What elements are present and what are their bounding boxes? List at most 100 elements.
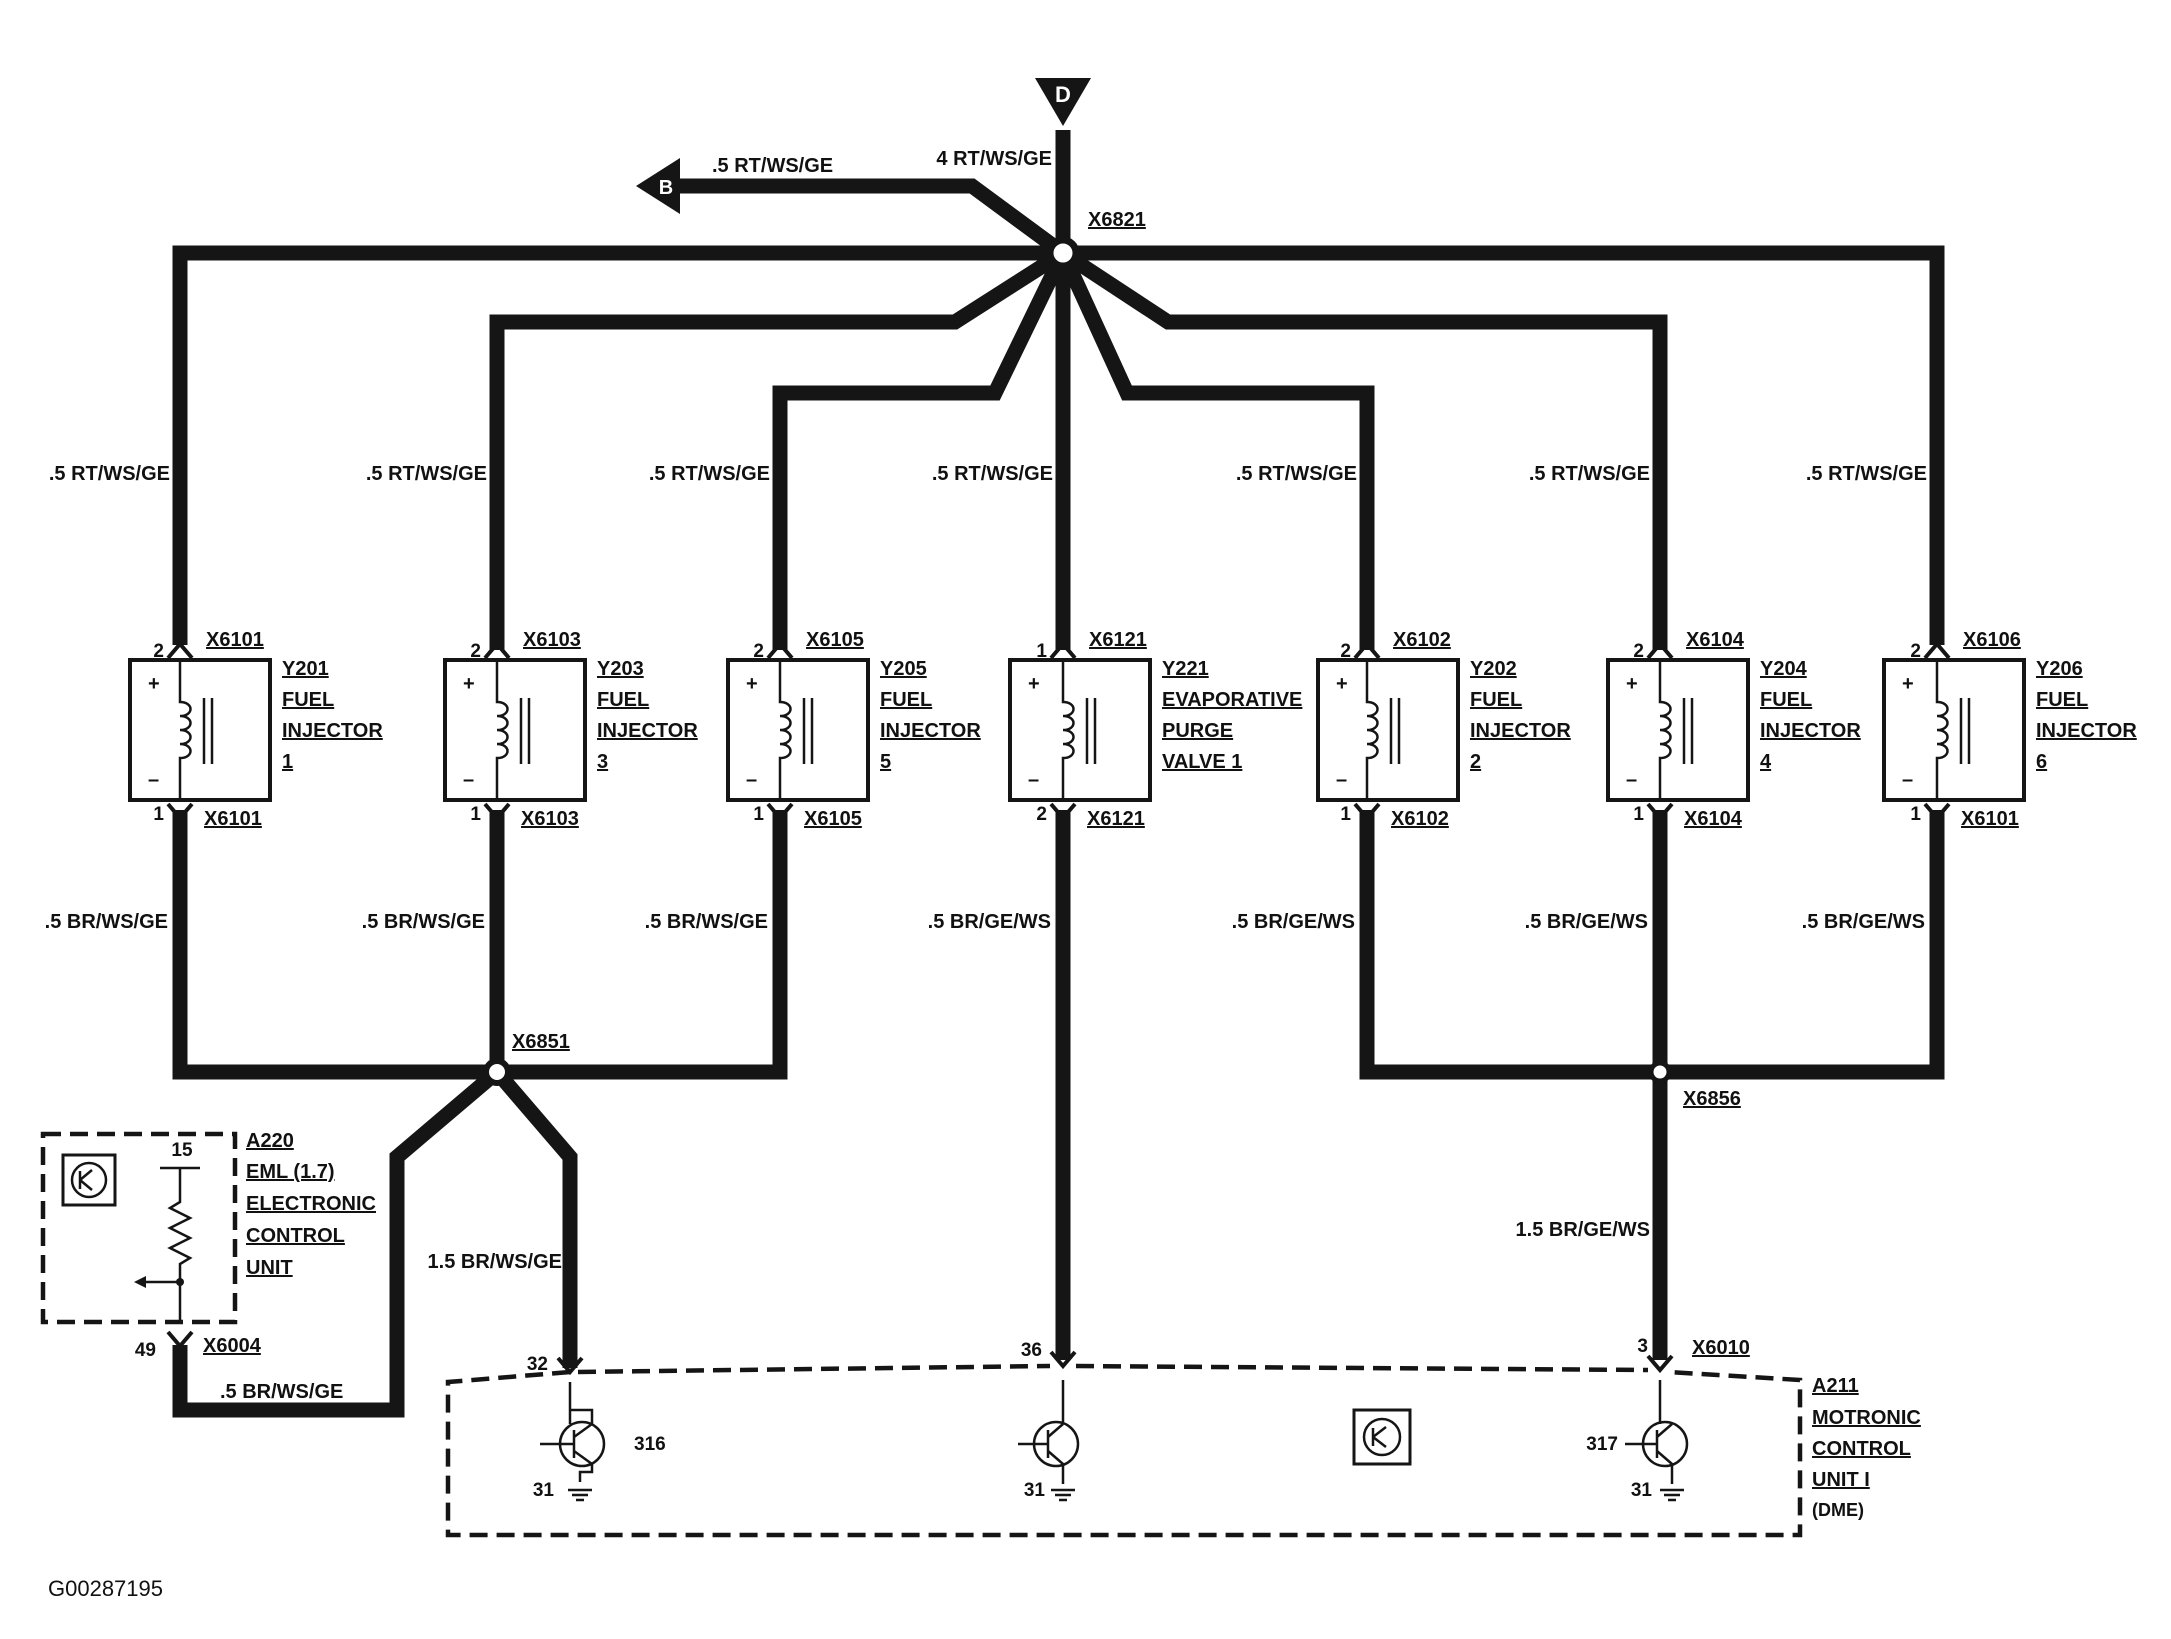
minus-icon: – xyxy=(1902,769,1913,791)
connector-bottom-icon xyxy=(1353,802,1381,822)
plus-icon: + xyxy=(1902,673,1914,695)
component-label-l1: EVAPORATIVE xyxy=(1162,689,1302,711)
wire-injector-3-feed xyxy=(489,246,1068,650)
svg-text:36: 36 xyxy=(1021,1340,1042,1361)
component-y203: .5 RT/WS/GE.5 BR/WS/GE+–21X6103X6103Y203… xyxy=(362,463,699,933)
plus-icon: + xyxy=(746,673,758,695)
component-label-id: Y206 xyxy=(2036,658,2083,680)
svg-text:15: 15 xyxy=(171,1140,193,1161)
minus-icon: – xyxy=(148,769,159,791)
core-icon xyxy=(1085,698,1097,764)
connector-top-icon xyxy=(1646,640,1674,660)
svg-text:UNIT I: UNIT I xyxy=(1812,1469,1870,1491)
svg-text:D: D xyxy=(1055,82,1071,107)
component-label-l2: INJECTOR xyxy=(1470,720,1571,742)
core-icon xyxy=(202,698,214,764)
pin-bottom: 1 xyxy=(1633,804,1644,825)
coil-icon xyxy=(178,660,192,800)
wire-left-trunk xyxy=(491,1067,578,1368)
wire-label-bottom: .5 BR/WS/GE xyxy=(645,911,768,933)
plus-icon: + xyxy=(463,673,475,695)
core-icon xyxy=(519,698,531,764)
minus-icon: – xyxy=(1336,769,1347,791)
transistor-317: 317 31 xyxy=(1586,1380,1689,1502)
component-label-id: Y201 xyxy=(282,658,329,680)
minus-icon: – xyxy=(1028,769,1039,791)
component-label-l3: 1 xyxy=(282,751,293,773)
coil-icon xyxy=(1365,660,1379,800)
core-icon xyxy=(1389,698,1401,764)
connector-top-label: X6103 xyxy=(523,629,581,651)
component-label-id: Y221 xyxy=(1162,658,1209,680)
connector-bottom-icon xyxy=(166,802,194,822)
component-label-l1: FUEL xyxy=(1470,689,1522,711)
component-label-l2: INJECTOR xyxy=(880,720,981,742)
component-label-id: Y205 xyxy=(880,658,927,680)
svg-text:31: 31 xyxy=(1024,1480,1046,1501)
wires xyxy=(172,130,1945,1418)
connector-bottom-label: X6101 xyxy=(1961,808,2019,830)
reference-b: B xyxy=(636,158,680,214)
component-y206: .5 RT/WS/GE.5 BR/GE/WS+–21X6106X6101Y206… xyxy=(1802,463,2138,933)
component-label-l2: PURGE xyxy=(1162,720,1233,742)
component-label-l1: FUEL xyxy=(597,689,649,711)
component-box xyxy=(128,658,272,802)
component-label-l2: INJECTOR xyxy=(1760,720,1861,742)
pin-bottom: 1 xyxy=(470,804,481,825)
ecu-eml-resistor xyxy=(143,1166,200,1322)
ecu-dme: 32 36 3 X6010 316 31 31 xyxy=(445,1336,1921,1538)
component-label-l1: FUEL xyxy=(1760,689,1812,711)
connector-bottom-icon xyxy=(766,802,794,822)
connector-bottom-label: X6101 xyxy=(204,808,262,830)
component-label-l3: VALVE 1 xyxy=(1162,751,1242,773)
connector-top-icon xyxy=(483,640,511,660)
component-label-l2: INJECTOR xyxy=(2036,720,2137,742)
junction-right-label: X6856 xyxy=(1683,1088,1741,1110)
coil-icon xyxy=(1658,660,1672,800)
svg-text:B: B xyxy=(659,177,673,199)
svg-text:31: 31 xyxy=(533,1480,555,1501)
connector-bottom-label: X6104 xyxy=(1684,808,1743,830)
connector-top-label: X6104 xyxy=(1686,629,1745,651)
connector-top-icon xyxy=(1049,640,1077,660)
pin-top: 2 xyxy=(153,641,164,662)
right-trunk-label: 1.5 BR/GE/WS xyxy=(1516,1219,1650,1241)
eml-wire-label: .5 BR/WS/GE xyxy=(220,1381,343,1403)
component-y221: .5 RT/WS/GE.5 BR/GE/WS+–12X6121X6121Y221… xyxy=(928,463,1303,933)
component-y201: .5 RT/WS/GE.5 BR/WS/GE+–21X6101X6101Y201… xyxy=(45,463,384,933)
minus-icon: – xyxy=(463,769,474,791)
wire-label-bottom: .5 BR/GE/WS xyxy=(1232,911,1355,933)
pin-bottom: 1 xyxy=(753,804,764,825)
component-label-l3: 3 xyxy=(597,751,608,773)
component-label-l3: 4 xyxy=(1760,751,1772,773)
component-label-l3: 6 xyxy=(2036,751,2047,773)
wire-left-ground-bus xyxy=(172,810,788,1080)
reference-d: D xyxy=(1035,78,1091,126)
svg-text:CONTROL: CONTROL xyxy=(246,1225,345,1247)
component-box xyxy=(1606,658,1750,802)
component-box xyxy=(443,658,587,802)
wire-right-ground-bus xyxy=(1359,810,1945,1080)
plus-icon: + xyxy=(148,673,160,695)
wire-label-top: .5 RT/WS/GE xyxy=(932,463,1053,485)
pin-top: 2 xyxy=(1340,641,1351,662)
connector-bottom-icon xyxy=(1923,802,1951,822)
svg-text:316: 316 xyxy=(634,1434,666,1455)
pin-bottom: 1 xyxy=(1340,804,1351,825)
pin-bottom: 1 xyxy=(153,804,164,825)
connector-top-label: X6106 xyxy=(1963,629,2021,651)
wire-label-top: .5 RT/WS/GE xyxy=(649,463,770,485)
svg-text:A211: A211 xyxy=(1812,1375,1859,1397)
wire-label-bottom: .5 BR/GE/WS xyxy=(1525,911,1648,933)
wire-label-top: .5 RT/WS/GE xyxy=(366,463,487,485)
wire-label-bottom: .5 BR/GE/WS xyxy=(928,911,1051,933)
junction-left xyxy=(483,1058,511,1086)
components: .5 RT/WS/GE.5 BR/WS/GE+–21X6101X6101Y201… xyxy=(45,463,2138,933)
svg-text:ELECTRONIC: ELECTRONIC xyxy=(246,1193,376,1215)
core-icon xyxy=(1682,698,1694,764)
transistor-purge: 31 xyxy=(1018,1380,1080,1502)
component-label-l1: FUEL xyxy=(880,689,932,711)
wire-label-top: .5 RT/WS/GE xyxy=(49,463,170,485)
wire-label-bottom: .5 BR/GE/WS xyxy=(1802,911,1925,933)
wire-label-top: .5 RT/WS/GE xyxy=(1529,463,1650,485)
